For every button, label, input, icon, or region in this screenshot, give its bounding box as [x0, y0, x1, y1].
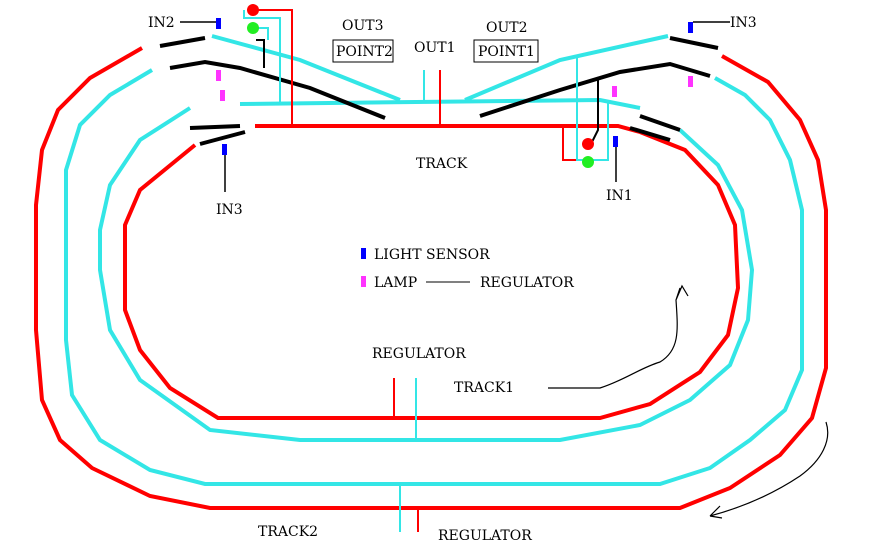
label-in2: IN2 [148, 15, 175, 31]
signal-right-black-wire [591, 80, 599, 143]
point2-box [332, 39, 394, 63]
label-regulator-bottom: REGULATOR [438, 528, 532, 544]
label-track2: TRACK2 [258, 524, 318, 540]
label-out1: OUT1 [414, 40, 456, 56]
label-point1: POINT1 [478, 44, 535, 60]
crossover-cyan-right [464, 34, 669, 102]
signal-left-red-light [247, 4, 259, 16]
point1-box [473, 39, 539, 63]
track2-pointer-arrow [709, 421, 829, 519]
track2-outer-rail-left [34, 46, 828, 510]
signal-right-green-light [582, 156, 594, 168]
point2-black-upper [159, 36, 206, 48]
legend-light-sensor-swatch [361, 248, 366, 259]
point1-black-lower [479, 61, 711, 118]
point2-black-lower [169, 59, 386, 120]
label-track1: TRACK1 [454, 380, 514, 396]
point-black-right-low [629, 126, 671, 142]
signal-left-cyan-wire [243, 10, 281, 102]
light-sensor-in3-left [222, 144, 227, 155]
label-regulator-legend: REGULATOR [480, 275, 574, 291]
signal-right-red-wire [562, 128, 576, 161]
track1-pointer-arrow [548, 284, 689, 389]
point1-black-upper [669, 36, 719, 50]
signal-left-black-wire [256, 39, 265, 68]
lamp-right-1 [688, 76, 693, 87]
label-lamp: LAMP [374, 275, 417, 291]
legend-lamp-swatch [361, 276, 366, 287]
label-light-sensor: LIGHT SENSOR [374, 247, 490, 263]
light-sensor-in1 [613, 136, 618, 147]
label-in1: IN1 [606, 188, 633, 204]
inner-cyan-siding [239, 97, 641, 110]
crossover-cyan-left [211, 34, 401, 102]
track1-red-rail [123, 124, 741, 420]
lamp-right-2 [612, 86, 617, 97]
lamp-left-1 [216, 70, 221, 81]
label-point2: POINT2 [336, 44, 393, 60]
label-regulator-mid: REGULATOR [372, 346, 466, 362]
label-in3-top: IN3 [730, 15, 757, 31]
track2-cyan-rail [64, 68, 804, 486]
label-track: TRACK [416, 156, 468, 172]
light-sensor-in3-top [688, 22, 693, 33]
signal-left-green-light [247, 22, 259, 34]
signal-right-red-light [582, 138, 594, 150]
track1-cyan-rail [98, 106, 755, 442]
point-black-right-low2 [639, 114, 681, 132]
light-sensor-in2 [216, 18, 221, 29]
point-black-left-low [189, 124, 241, 130]
lamp-left-2 [220, 90, 225, 101]
label-out2: OUT2 [486, 20, 528, 36]
signal-left-red-wire [253, 9, 293, 126]
label-out3: OUT3 [342, 18, 384, 34]
label-in3-left: IN3 [216, 202, 243, 218]
point-black-left-low2 [199, 130, 246, 146]
